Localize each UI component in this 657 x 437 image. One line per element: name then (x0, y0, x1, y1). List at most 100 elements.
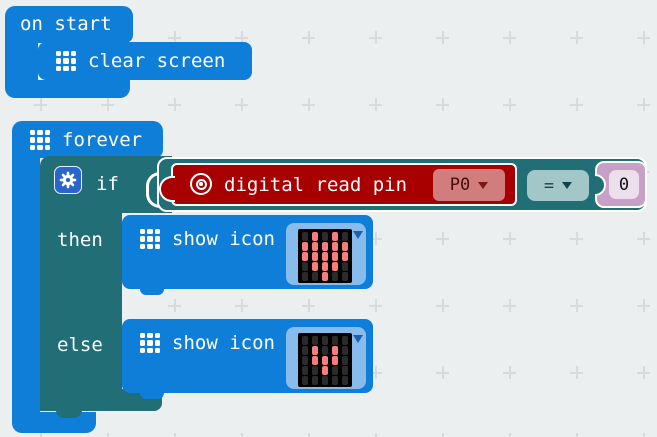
led-off[interactable] (322, 231, 328, 241)
led-on[interactable] (332, 261, 338, 271)
on-start-foot[interactable] (5, 80, 130, 98)
pin-dropdown-value: P0 (449, 175, 471, 195)
led-on[interactable] (322, 271, 328, 281)
led-on[interactable] (342, 251, 348, 261)
led-off[interactable] (302, 231, 308, 241)
on-start-label: on start (20, 12, 112, 35)
grid-plus-mark (570, 31, 583, 44)
grid-plus-mark (503, 299, 516, 312)
grid-plus-mark (436, 232, 449, 245)
led-off[interactable] (302, 345, 308, 355)
grid-plus-mark (503, 366, 516, 379)
show-icon-then-notch (140, 287, 164, 295)
led-off[interactable] (302, 271, 308, 281)
grid-plus-mark (168, 98, 181, 111)
if-block-spine[interactable] (40, 156, 122, 411)
led-on[interactable] (342, 241, 348, 251)
grid-icon (56, 51, 76, 71)
led-off[interactable] (322, 335, 328, 345)
grid-plus-mark (369, 98, 382, 111)
grid-plus-mark (369, 31, 382, 44)
led-on[interactable] (312, 231, 318, 241)
led-off[interactable] (312, 335, 318, 345)
led-off[interactable] (312, 365, 318, 375)
on-start-block[interactable] (5, 6, 133, 43)
led-on[interactable] (322, 241, 328, 251)
led-on[interactable] (322, 355, 328, 365)
led-off[interactable] (312, 375, 318, 385)
led-off[interactable] (302, 365, 308, 375)
number-input[interactable]: 0 (609, 170, 639, 199)
led-on[interactable] (332, 345, 338, 355)
grid-plus-mark (570, 98, 583, 111)
led-off[interactable] (322, 375, 328, 385)
led-off[interactable] (312, 271, 318, 281)
led-pattern-small-heart[interactable] (298, 333, 352, 387)
led-off[interactable] (342, 345, 348, 355)
led-off[interactable] (302, 355, 308, 365)
forever-spine[interactable] (12, 156, 40, 414)
led-off[interactable] (302, 375, 308, 385)
led-off[interactable] (302, 261, 308, 271)
grid-plus-mark (503, 232, 516, 245)
led-off[interactable] (342, 261, 348, 271)
operator-value: = (543, 175, 555, 196)
led-off[interactable] (342, 335, 348, 345)
grid-plus-mark (436, 366, 449, 379)
grid-plus-mark (637, 433, 650, 437)
led-pattern-heart[interactable] (298, 229, 352, 283)
forever-block[interactable] (12, 121, 163, 158)
led-off[interactable] (342, 365, 348, 375)
led-on[interactable] (332, 231, 338, 241)
grid-plus-mark (637, 31, 650, 44)
led-on[interactable] (312, 261, 318, 271)
led-on[interactable] (312, 241, 318, 251)
led-on[interactable] (312, 345, 318, 355)
grid-plus-mark (235, 433, 248, 437)
grid-plus-mark (436, 98, 449, 111)
led-off[interactable] (342, 231, 348, 241)
led-off[interactable] (332, 375, 338, 385)
grid-plus-mark (503, 98, 516, 111)
grid-icon (140, 333, 160, 353)
led-off[interactable] (302, 335, 308, 345)
grid-plus-mark (101, 433, 114, 437)
operator-dropdown[interactable]: = (527, 170, 589, 201)
led-off[interactable] (332, 271, 338, 281)
led-off[interactable] (332, 335, 338, 345)
led-off[interactable] (332, 365, 338, 375)
led-on[interactable] (322, 365, 328, 375)
bullseye-icon (190, 173, 212, 195)
clear-screen-label: clear screen (88, 49, 226, 72)
grid-plus-mark (235, 299, 248, 312)
grid-plus-mark (436, 433, 449, 437)
led-on[interactable] (302, 251, 308, 261)
grid-plus-mark (302, 299, 315, 312)
else-label: else (57, 333, 103, 356)
grid-icon (140, 229, 160, 249)
on-start-spine[interactable] (5, 38, 38, 84)
led-off[interactable] (342, 271, 348, 281)
pin-dropdown[interactable]: P0 (433, 169, 505, 201)
grid-plus-mark (637, 299, 650, 312)
led-on[interactable] (332, 251, 338, 261)
led-on[interactable] (312, 355, 318, 365)
grid-plus-mark (570, 433, 583, 437)
led-on[interactable] (322, 251, 328, 261)
show-icon-then-label: show icon (172, 227, 275, 250)
dropdown-arrow-icon (562, 182, 573, 189)
gear-icon[interactable] (54, 166, 82, 194)
led-off[interactable] (342, 355, 348, 365)
grid-icon (30, 130, 50, 150)
grid-plus-mark (570, 366, 583, 379)
led-off[interactable] (342, 375, 348, 385)
led-on[interactable] (302, 241, 308, 251)
grid-plus-mark (34, 433, 47, 437)
led-on[interactable] (332, 241, 338, 251)
led-on[interactable] (312, 251, 318, 261)
led-off[interactable] (322, 345, 328, 355)
forever-foot[interactable] (12, 412, 96, 433)
if-block-bottom-bar[interactable] (40, 389, 162, 411)
led-on[interactable] (322, 261, 328, 271)
led-on[interactable] (332, 355, 338, 365)
